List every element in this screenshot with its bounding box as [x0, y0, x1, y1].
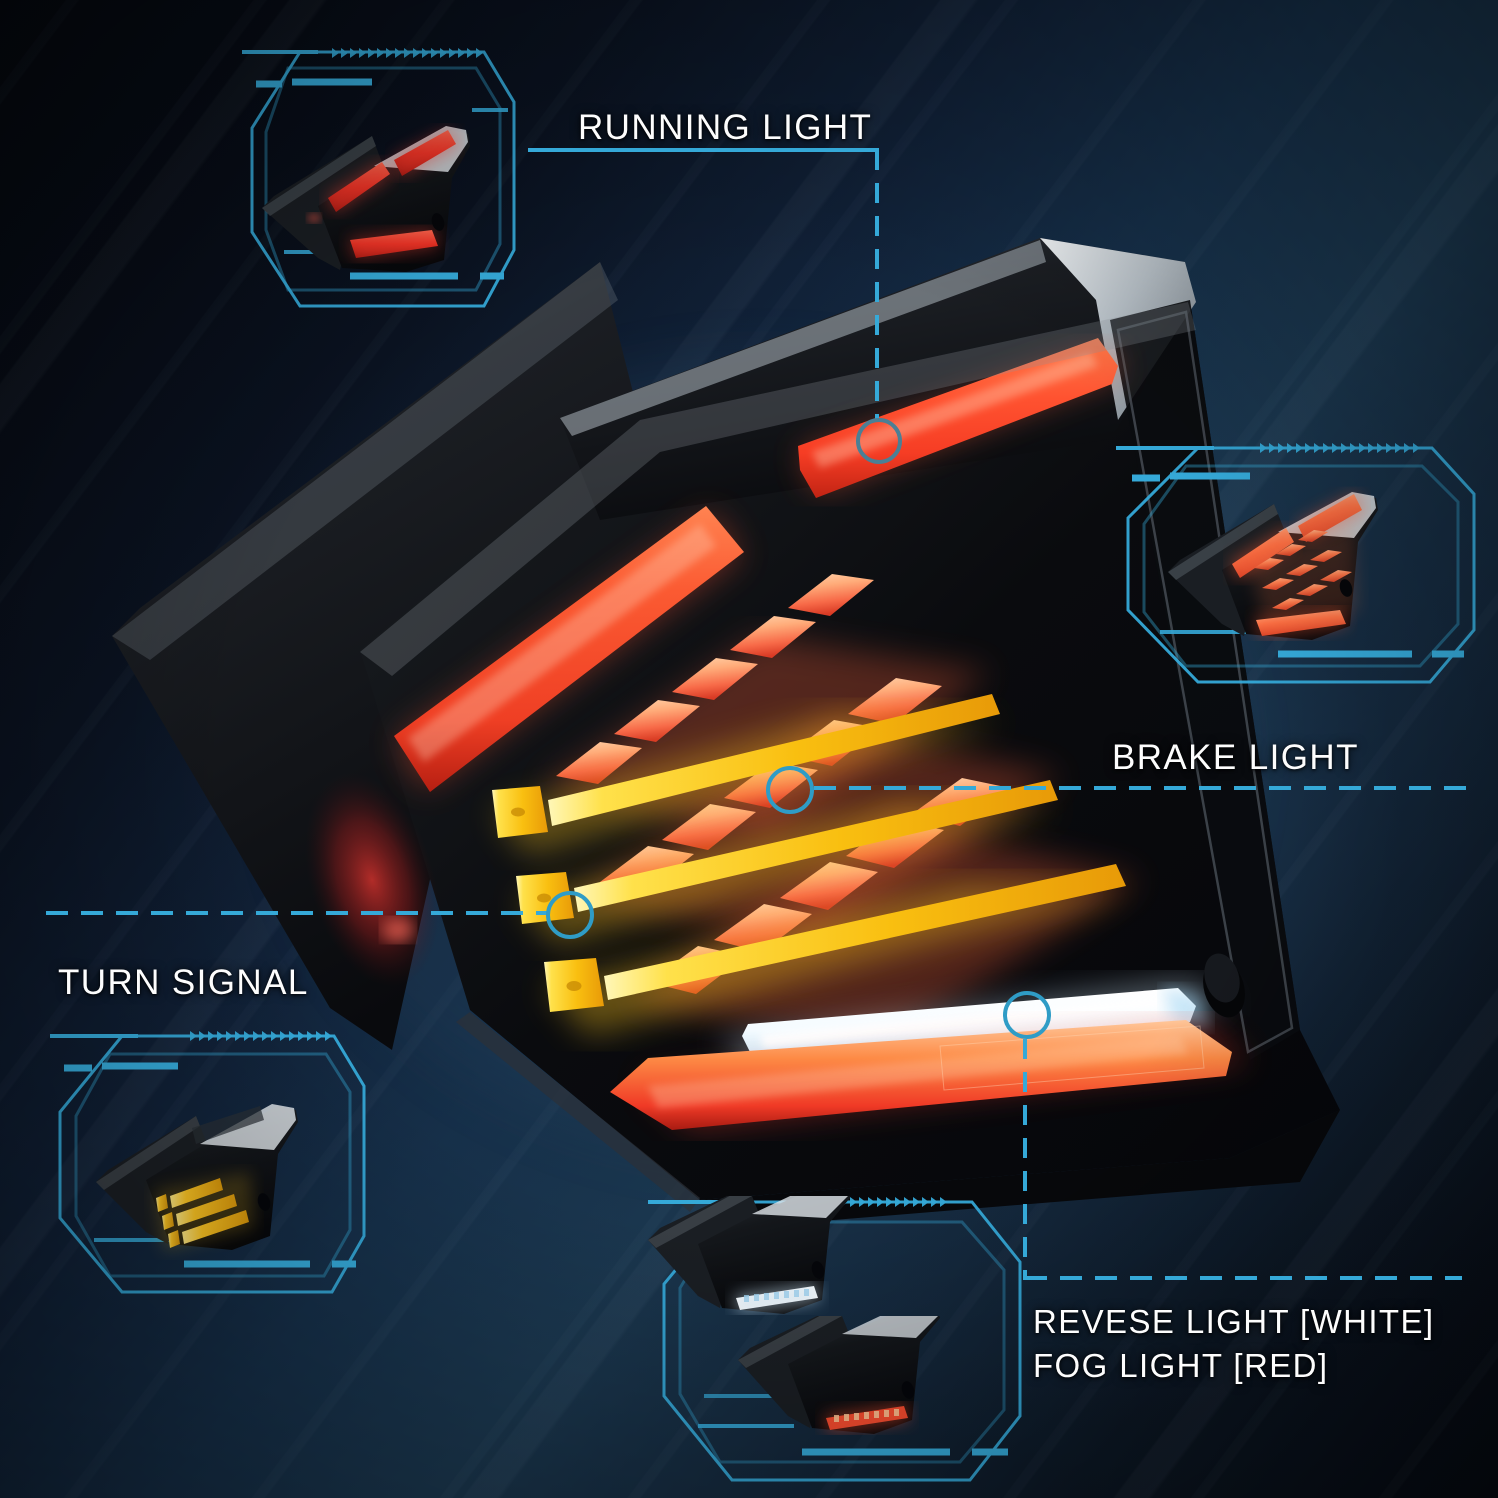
label-reverse-light: REVESE LIGHT [WHITE]: [1033, 1303, 1435, 1340]
running-light-leader-vertical: [875, 150, 879, 420]
brake-light-leader: [814, 786, 1470, 790]
label-running-light: RUNNING LIGHT: [578, 108, 873, 147]
reverse-fog-leader-horizontal: [1025, 1276, 1462, 1280]
running-light-target-ring: [856, 418, 902, 464]
label-fog-light: FOG LIGHT [RED]: [1033, 1347, 1329, 1384]
thumb-turn-signal: [96, 1104, 298, 1252]
running-light-leader-horizontal: [528, 148, 879, 152]
thumb-brake-light: [1168, 492, 1378, 640]
brake-light-target-ring: [766, 766, 814, 814]
reverse-fog-target-ring: [1003, 991, 1051, 1039]
reverse-fog-leader-vertical: [1023, 1039, 1027, 1280]
label-brake-light: BRAKE LIGHT: [1112, 738, 1359, 777]
turn-signal-target-ring: [546, 891, 594, 939]
chevron-ticks: [332, 48, 483, 58]
thumb-fog-light: [738, 1316, 940, 1434]
turn-signal-leader: [46, 911, 548, 915]
label-turn-signal: TURN SIGNAL: [58, 963, 309, 1002]
thumb-running-light: [262, 126, 470, 272]
